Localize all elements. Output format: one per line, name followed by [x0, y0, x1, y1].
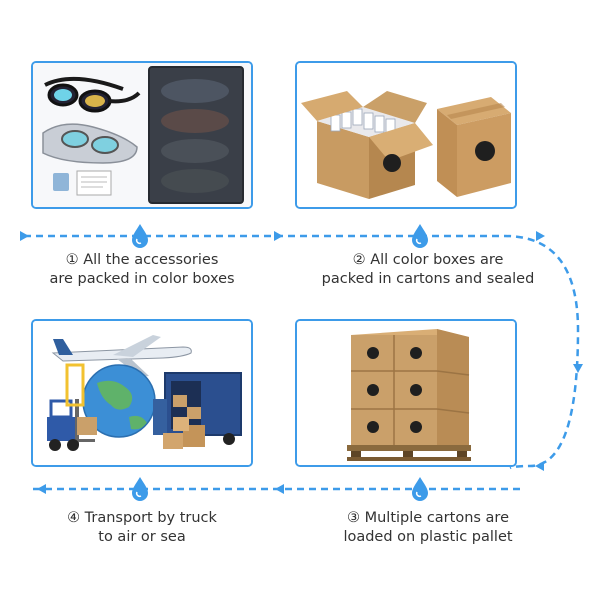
- step-1-image-panel: [31, 61, 253, 209]
- arrow-right-icon: [536, 231, 545, 241]
- manual-icon: [76, 170, 112, 196]
- step-3-caption-line-2: loaded on plastic pallet: [343, 529, 513, 545]
- step-3-caption-line-1: ③ Multiple cartons are: [347, 510, 509, 526]
- arrow-right-icon: [20, 231, 29, 241]
- step-1-caption-line-2: are packed in color boxes: [49, 271, 235, 287]
- step-2-caption: ② All color boxes are packed in cartons …: [303, 251, 553, 289]
- water-drop-icon: [412, 477, 428, 501]
- open-carton-icon: [301, 91, 433, 199]
- step-2-caption-line-2: packed in cartons and sealed: [321, 271, 535, 287]
- goggles-icon: [44, 76, 141, 113]
- flow-line-top: [24, 234, 580, 470]
- arrow-left-icon: [275, 484, 284, 494]
- arrow-down-icon: [573, 364, 583, 373]
- step-2-caption-line-1: ② All color boxes are: [352, 252, 504, 268]
- step-4-image-panel: [31, 319, 253, 467]
- globe-icon: [82, 364, 156, 438]
- goggles-case-icon: [42, 123, 138, 164]
- arrow-left-icon: [535, 461, 544, 471]
- step-4-caption-line-1: ④ Transport by truck: [67, 510, 217, 526]
- step-4-caption-line-2: to air or sea: [98, 529, 186, 545]
- cartons-illustration: [297, 63, 515, 207]
- pallet-icon: [347, 445, 471, 461]
- water-drop-icon: [132, 224, 148, 248]
- goggles-accessories-illustration: [33, 63, 251, 207]
- step-3-image-panel: [295, 319, 517, 467]
- earplug-bag-icon: [53, 173, 69, 191]
- cargo-boxes-icon: [163, 417, 205, 449]
- packed-goggles-bag-icon: [148, 66, 244, 204]
- step-3-caption: ③ Multiple cartons are loaded on plastic…: [303, 509, 553, 547]
- transport-illustration: [33, 321, 251, 465]
- arrow-right-icon: [274, 231, 283, 241]
- sealed-carton-icon: [437, 97, 511, 197]
- water-drop-icon: [132, 477, 148, 501]
- water-drop-icon: [412, 224, 428, 248]
- step-1-caption-line-1: ① All the accessories: [65, 252, 219, 268]
- arrow-left-icon: [37, 484, 46, 494]
- step-2-image-panel: [295, 61, 517, 209]
- step-1-caption: ① All the accessories are packed in colo…: [17, 251, 267, 289]
- forklift-icon: [47, 363, 97, 451]
- pallet-cartons-illustration: [297, 321, 515, 465]
- step-4-caption: ④ Transport by truck to air or sea: [17, 509, 267, 547]
- carton-stack-icon: [351, 329, 470, 449]
